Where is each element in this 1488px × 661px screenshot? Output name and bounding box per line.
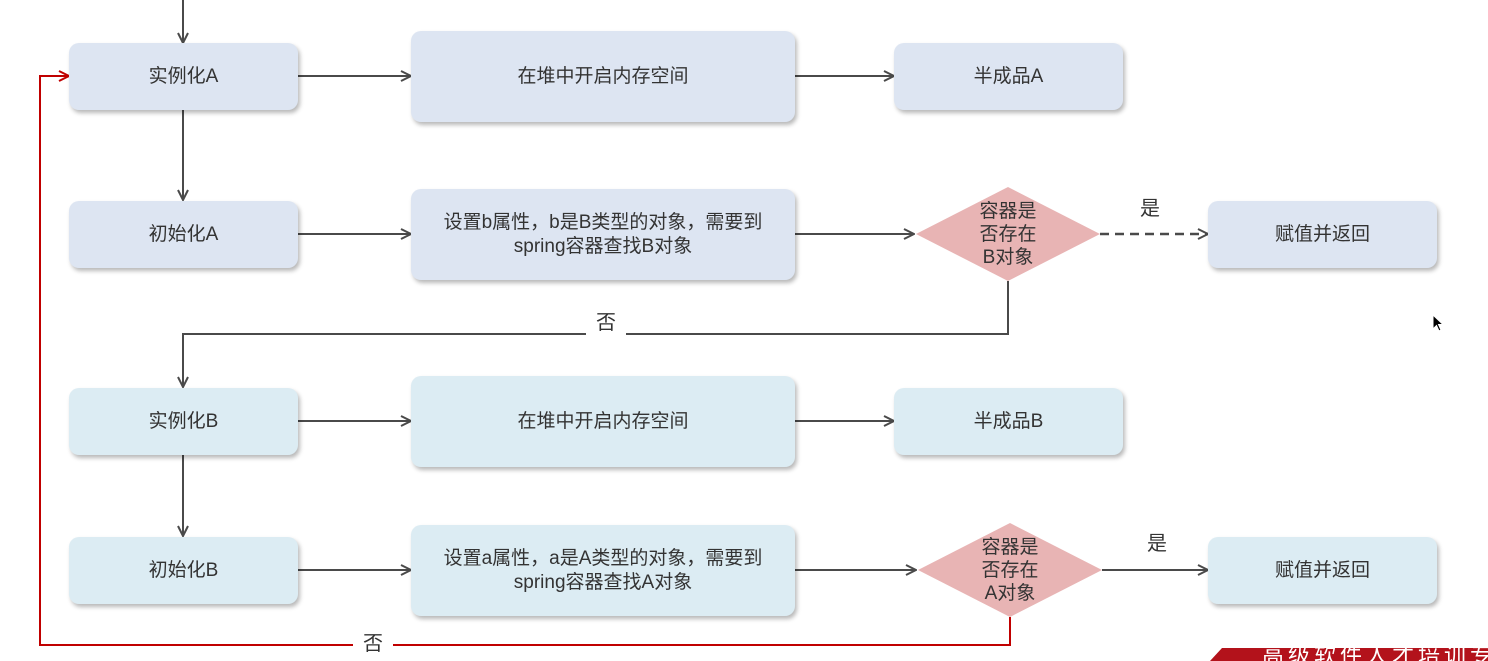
initialize-b-box: 初始化B <box>69 537 298 604</box>
instantiate-b-box: 实例化B <box>69 388 298 455</box>
decision-b-label: 容器是 否存在 A对象 <box>981 536 1039 604</box>
decision-diamond-b <box>918 523 1102 617</box>
arrow-decisionB-no-loop <box>39 76 1011 646</box>
set-property-b-label: 设置b属性，b是B类型的对象，需要到spring容器查找B对象 <box>443 211 763 257</box>
heap-alloc-b-label: 在堆中开启内存空间 <box>517 410 689 432</box>
assign-return-b-label: 赋值并返回 <box>1274 559 1370 581</box>
heap-alloc-a-label: 在堆中开启内存空间 <box>517 65 689 87</box>
banner-shape <box>1210 648 1488 661</box>
half-product-b-label: 半成品B <box>973 410 1044 432</box>
heap-alloc-a-box: 在堆中开启内存空间 <box>411 31 795 122</box>
half-product-b-box: 半成品B <box>894 388 1123 455</box>
yes-label-b: 是 <box>1147 533 1167 555</box>
half-product-a-label: 半成品A <box>973 65 1044 87</box>
decision-diamond-a <box>916 187 1100 281</box>
set-property-a-box: 设置a属性，a是A类型的对象，需要到spring容器查找A对象 <box>411 525 795 616</box>
decision-a-label: 容器是 否存在 B对象 <box>979 200 1037 268</box>
assign-return-a-box: 赋值并返回 <box>1208 201 1437 268</box>
instantiate-b-label: 实例化B <box>148 410 219 432</box>
instantiate-a-label: 实例化A <box>148 65 219 87</box>
initialize-a-box: 初始化A <box>69 201 298 268</box>
no-label-b: 否 <box>353 632 393 656</box>
yes-label-a: 是 <box>1140 198 1160 220</box>
no-label-a: 否 <box>586 311 626 335</box>
half-product-a-box: 半成品A <box>894 43 1123 110</box>
set-property-b-box: 设置b属性，b是B类型的对象，需要到spring容器查找B对象 <box>411 189 795 280</box>
assign-return-b-box: 赋值并返回 <box>1208 537 1437 604</box>
set-property-a-label: 设置a属性，a是A类型的对象，需要到spring容器查找A对象 <box>443 547 763 593</box>
instantiate-a-box: 实例化A <box>69 43 298 110</box>
initialize-a-label: 初始化A <box>148 223 219 245</box>
banner-text: 高级软件人才培训专 <box>1262 644 1488 661</box>
mouse-cursor-icon <box>1432 313 1445 337</box>
assign-return-a-label: 赋值并返回 <box>1274 223 1370 245</box>
heap-alloc-b-box: 在堆中开启内存空间 <box>411 376 795 467</box>
initialize-b-label: 初始化B <box>148 559 219 581</box>
